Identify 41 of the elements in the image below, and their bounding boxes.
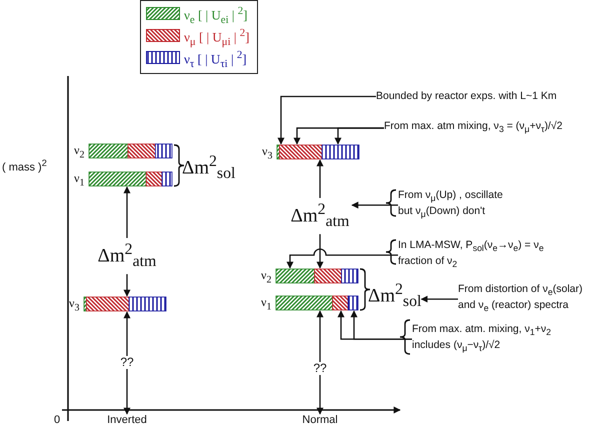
mass-level-bar: [88, 143, 173, 159]
annotation-text: From distortion of ν$_{e}$(solar) and ν$_{e}$ (reactor) spectra: [458, 283, 593, 316]
arrow: [351, 202, 398, 209]
legend-label: ν$_{e}$ [ | U$_{ei}$ | $^{2}$]: [184, 5, 248, 26]
mass-level-bar: [83, 296, 167, 312]
level-label: ν$_{1}$: [74, 171, 84, 188]
annotation-text: In LMA-MSW, P$_{sol}$(ν$_{e}$→ν$_{e}$) = ν$_{e}$ fraction of ν$_{2}$: [398, 239, 548, 272]
annotation-text: ??: [115, 356, 139, 369]
legend-label: ν$_{τ}$ [ | U$_{τi}$ | $^{2}$]: [184, 49, 247, 70]
arrow: [334, 127, 384, 145]
arrow: [124, 186, 130, 238]
arrow: [420, 296, 458, 303]
arrow: [316, 375, 324, 415]
arrow: [286, 248, 398, 269]
arrow: [316, 159, 324, 198]
mass-level-bar: [275, 295, 359, 311]
level-label: ν$_{3}$: [69, 296, 80, 314]
axis-label: ( mass )$^{2}$: [2, 157, 47, 174]
arrow: [316, 234, 324, 269]
arrow: [124, 274, 130, 297]
mass-level-bar: [276, 144, 360, 160]
arrow: [124, 369, 130, 415]
level-label: ν$_{1}$: [261, 295, 272, 312]
arrow: [350, 310, 412, 340]
annotation-text: From max. atm. mixing, ν$_{1}$+ν$_{2}$ includes (ν$_{μ}$−ν$_{τ}$)/√2: [412, 323, 562, 356]
axis-label: 0: [54, 414, 60, 426]
legend-label: ν$_{μ}$ [ | U$_{μi}$ | $^{2}$]: [184, 27, 250, 48]
annotation-text: Normal: [290, 414, 350, 427]
arrow: [278, 96, 376, 145]
mass-level-bar: [275, 268, 359, 284]
annotation-text: From ν$_{μ}$(Up) , oscillate but ν$_{μ}$(Down) don't: [398, 189, 510, 222]
annotation-text: Bounded by reactor exps. with L~1 Km: [376, 90, 557, 103]
annotation-text: Inverted: [97, 414, 157, 427]
annotation-text: ??: [308, 362, 332, 375]
arrow: [124, 311, 130, 356]
annotation-text: From max. atm mixing, ν$_{3}$ = (ν$_{μ}$+ν$_{τ}$)/√2: [384, 120, 562, 136]
mass-level-bar: [88, 171, 173, 187]
level-label: ν$_{2}$: [261, 268, 272, 286]
arrow: [316, 310, 324, 362]
level-label: ν$_{2}$: [74, 143, 84, 160]
level-label: ν$_{3}$: [262, 144, 272, 162]
